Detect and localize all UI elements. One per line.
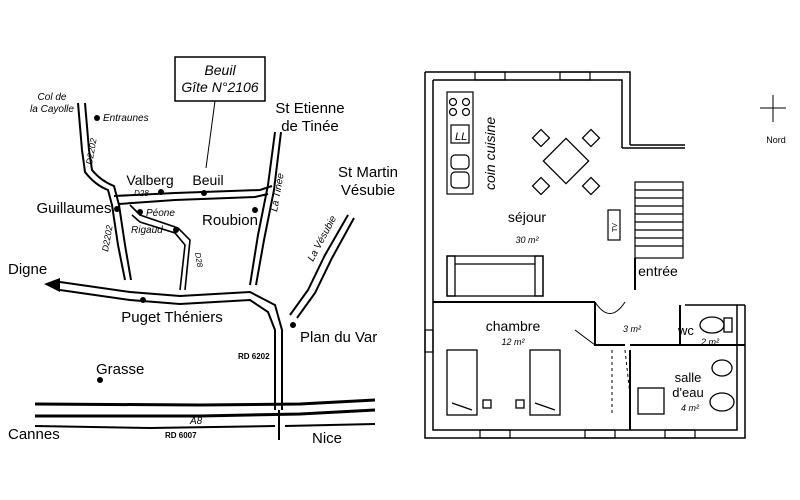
road-rd6202 xyxy=(59,281,283,410)
road-vesubie xyxy=(289,214,355,319)
title-box xyxy=(174,56,266,102)
window-left xyxy=(424,329,434,353)
label-digne: Digne xyxy=(8,261,47,278)
title-line2: Gîte N°2106 xyxy=(181,79,258,95)
label-tv: TV xyxy=(612,223,619,232)
sofa xyxy=(446,255,544,297)
town-dots xyxy=(94,115,296,383)
label-d28-top: D28 xyxy=(134,189,149,198)
label-st-martin-2: Vésubie xyxy=(341,182,395,199)
label-rigaud: Rigaud xyxy=(131,225,163,236)
label-st-etienne-2: de Tinée xyxy=(281,118,339,135)
doors xyxy=(574,301,631,415)
road-tinee xyxy=(249,131,282,286)
road-d2202 xyxy=(77,102,132,281)
label-coin-cuisine: coin cuisine xyxy=(482,117,498,190)
label-roubion: Roubion xyxy=(202,212,258,229)
road-rd6007 xyxy=(34,423,376,430)
label-cayolle: la Cayolle xyxy=(30,104,74,115)
label-puget: Puget Théniers xyxy=(121,309,222,326)
label-grasse: Grasse xyxy=(96,361,144,378)
road-d28-east xyxy=(113,185,273,205)
label-peone: Péone xyxy=(146,208,175,219)
dot-grasse xyxy=(97,377,103,383)
label-ll: LL xyxy=(455,131,467,143)
label-st-etienne-1: St Etienne xyxy=(275,100,344,117)
label-st-martin-1: St Martin xyxy=(338,164,398,181)
label-d28-low: D28 xyxy=(193,252,205,269)
label-d2202-low: D2202 xyxy=(100,224,114,252)
dot-peone xyxy=(137,209,143,215)
dot-beuil xyxy=(201,190,207,196)
label-la-tinee: La Tinée xyxy=(269,172,287,213)
label-chambre-area: 12 m² xyxy=(501,337,525,347)
label-sejour-area: 30 m² xyxy=(515,235,539,245)
north-arrow-icon xyxy=(760,95,786,122)
label-salle-area: 4 m² xyxy=(681,403,700,413)
plan-labels: Nord coin cuisine LL séjour 30 m² TV ent… xyxy=(455,117,786,413)
label-nord: Nord xyxy=(766,135,786,145)
beds xyxy=(446,349,561,416)
map-labels: Beuil Gîte N°2106 Col de la Cayolle Entr… xyxy=(8,62,398,447)
staircase xyxy=(634,181,684,259)
label-deau: d'eau xyxy=(672,385,703,400)
label-guillaumes: Guillaumes xyxy=(36,200,111,217)
label-rd6007: RD 6007 xyxy=(165,431,197,440)
label-sejour: séjour xyxy=(508,209,546,225)
label-a8: A8 xyxy=(189,416,203,427)
digne-arrow-icon xyxy=(44,278,60,292)
title-pointer xyxy=(205,100,216,169)
wc-fixtures xyxy=(637,316,735,415)
label-plan-du-var: Plan du Var xyxy=(300,329,377,346)
kitchen-counter xyxy=(446,91,474,195)
windows-top xyxy=(474,71,591,81)
label-cannes: Cannes xyxy=(8,426,60,443)
tv-unit xyxy=(607,209,621,241)
dot-guillaumes xyxy=(114,206,120,212)
label-wc-area: 2 m² xyxy=(700,337,720,347)
label-salle: salle xyxy=(675,370,702,385)
floor-plan xyxy=(424,71,746,439)
dot-puget xyxy=(140,297,146,303)
label-entraunes: Entraunes xyxy=(103,113,149,124)
label-beuil: Beuil xyxy=(192,172,223,188)
label-wc: wc xyxy=(677,323,694,338)
title-line1: Beuil xyxy=(204,62,236,78)
label-nice: Nice xyxy=(312,430,342,447)
dining-table xyxy=(531,128,601,196)
dot-plan-du-var xyxy=(290,322,296,328)
dot-valberg xyxy=(158,189,164,195)
label-hall-area: 3 m² xyxy=(623,324,642,334)
dot-rigaud xyxy=(173,227,179,233)
label-chambre: chambre xyxy=(486,318,541,334)
label-valberg: Valberg xyxy=(126,172,173,188)
label-col: Col de xyxy=(38,92,67,103)
road-a8 xyxy=(34,398,376,418)
label-rd6202: RD 6202 xyxy=(238,352,270,361)
label-entree: entrée xyxy=(638,263,678,279)
windows-bottom xyxy=(479,429,696,439)
label-d2202-top: D2202 xyxy=(84,137,98,165)
road-map xyxy=(34,56,376,440)
dot-roubion xyxy=(252,207,258,213)
dot-entraunes xyxy=(94,115,100,121)
